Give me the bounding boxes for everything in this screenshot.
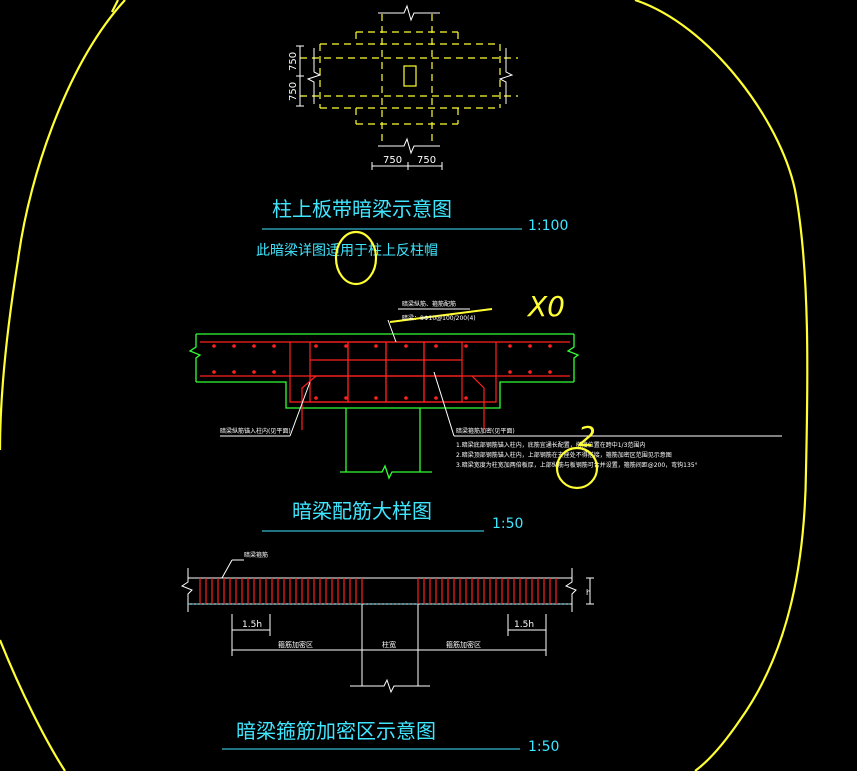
title-block-3: 暗梁箍筋加密区示意图 1:50 xyxy=(222,719,559,755)
note-applicability: 此暗梁详图适用于柱上反柱帽 xyxy=(256,243,438,259)
dim-1-5h-left: 1.5h xyxy=(242,620,262,630)
dim-horizontal-left: 750 xyxy=(383,155,402,166)
stirrups-left-group xyxy=(199,578,363,604)
handwritten-mark-2: 2 xyxy=(578,420,596,453)
title-stirrup-densification: 暗梁箍筋加密区示意图 xyxy=(236,719,436,743)
stirrups-right-group xyxy=(417,578,557,604)
scale-2: 1:50 xyxy=(492,516,523,532)
seg-mid-label: 柱宽 xyxy=(382,640,396,649)
title-beam-reinforcement: 暗梁配筋大样图 xyxy=(292,499,432,523)
leader-right-label: 暗梁箍筋加密(见平面) xyxy=(456,427,515,435)
note-line-2: 2.暗梁顶部钢筋锚入柱内，上部钢筋在支座处不得搭接，箍筋加密区范围见示意图 xyxy=(456,451,672,459)
note-line-1: 1.暗梁底部钢筋锚入柱内，底筋宜通长配置，搭接位置在跨中1/3范围内 xyxy=(456,441,645,449)
dim-h-label: h xyxy=(586,588,591,597)
stirrup-top-label: 暗梁箍筋 xyxy=(244,551,268,559)
dim-vertical-top: 750 xyxy=(288,52,299,71)
leader-left-label: 暗梁纵筋锚入柱内(见平面) xyxy=(220,427,291,435)
seg-left-label: 箍筋加密区 xyxy=(278,640,313,649)
circle-mark-note xyxy=(334,230,378,286)
yellow-annotations xyxy=(334,230,599,490)
column-plan-detail: 750 750 750 750 xyxy=(288,4,518,170)
note-line-3: 3.暗梁宽度为柱宽加两倍板厚，上部纵筋与板钢筋可合并设置，箍筋间距@200，弯钩… xyxy=(456,461,698,469)
title-column-strip-beam: 柱上板带暗梁示意图 xyxy=(272,197,452,221)
dim-1-5h-right: 1.5h xyxy=(514,620,534,630)
title-block-2: 暗梁配筋大样图 1:50 xyxy=(262,499,523,532)
dim-horizontal-right: 750 xyxy=(417,155,436,166)
title-block-1: 柱上板带暗梁示意图 1:100 此暗梁详图适用于柱上反柱帽 xyxy=(256,197,568,259)
leader-top-line2: 暗梁：8Φ10@100/200(4) xyxy=(402,314,476,322)
scale-1: 1:100 xyxy=(528,218,568,234)
yellow-freehand-outline xyxy=(0,0,809,771)
seg-right-label: 箍筋加密区 xyxy=(446,640,481,649)
dim-vertical-bottom: 750 xyxy=(288,82,299,101)
stirrup-densification-detail: 暗梁箍筋 1.5h 1.5h 箍筋加密区 柱宽 箍筋加密区 h xyxy=(180,551,594,694)
leader-top-line1: 暗梁纵筋、箍筋配筋 xyxy=(402,300,456,308)
circle-mark-right xyxy=(555,446,599,490)
scale-3: 1:50 xyxy=(528,739,559,755)
beam-section-detail: 暗梁纵筋、箍筋配筋 暗梁：8Φ10@100/200(4) 暗梁纵筋锚入柱内(见平… xyxy=(188,300,782,480)
handwritten-mark-x0: X0 xyxy=(526,290,565,323)
